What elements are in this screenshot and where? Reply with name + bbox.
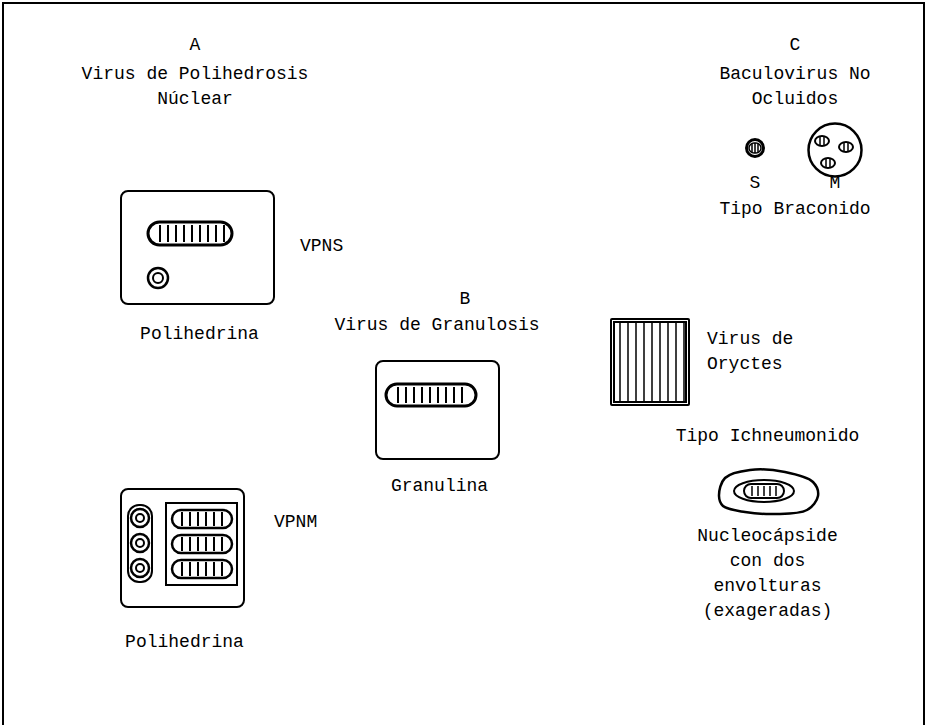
group-title: Virus de Polihedrosis Núclear [75,62,315,112]
group-title: Virus de Granulosis [317,313,557,338]
group-letter: C [765,33,825,58]
nucleocapsid-shape-outline [715,466,820,516]
group-letter: B [435,287,495,312]
virus-name: Virus de Oryctes [707,327,817,377]
virus-type-label: Tipo Braconido [700,197,890,222]
protein-label: Polihedrina [67,630,302,655]
outer-envelope [719,469,818,514]
virion-circle: S [745,138,765,158]
occlusion-body-box: VPNMPolihedrina [120,488,245,608]
nucleocapsid-shape: Tipo IchneumonidoNucleocápside con dos e… [715,466,820,516]
oryctes-virus-box: Virus de Oryctes [610,318,690,406]
group-letter: A [165,33,225,58]
protein-label: Granulina [327,474,552,499]
virion-circle-outline [807,122,863,178]
virion-circle-outline [745,138,765,158]
virion-envelope [747,140,764,157]
group-title: Baculovirus No Ocluidos [708,62,883,112]
occlusion-body-box: Granulina [375,360,500,460]
protein-label: Polihedrina [82,322,317,347]
nucleocapsid-caption: Nucleocápside con dos envolturas (exager… [685,524,850,624]
virion-type-label: M [795,171,875,196]
virion-circle: M [807,122,863,178]
virus-type-heading: Tipo Ichneumonido [625,424,910,449]
virus-type-label: VPNS [300,234,380,259]
virus-type-label: VPNM [274,510,354,535]
virion-type-label: S [725,171,785,196]
virion-envelope [809,124,862,177]
occlusion-body-box: VPNSPolihedrina [120,190,275,305]
